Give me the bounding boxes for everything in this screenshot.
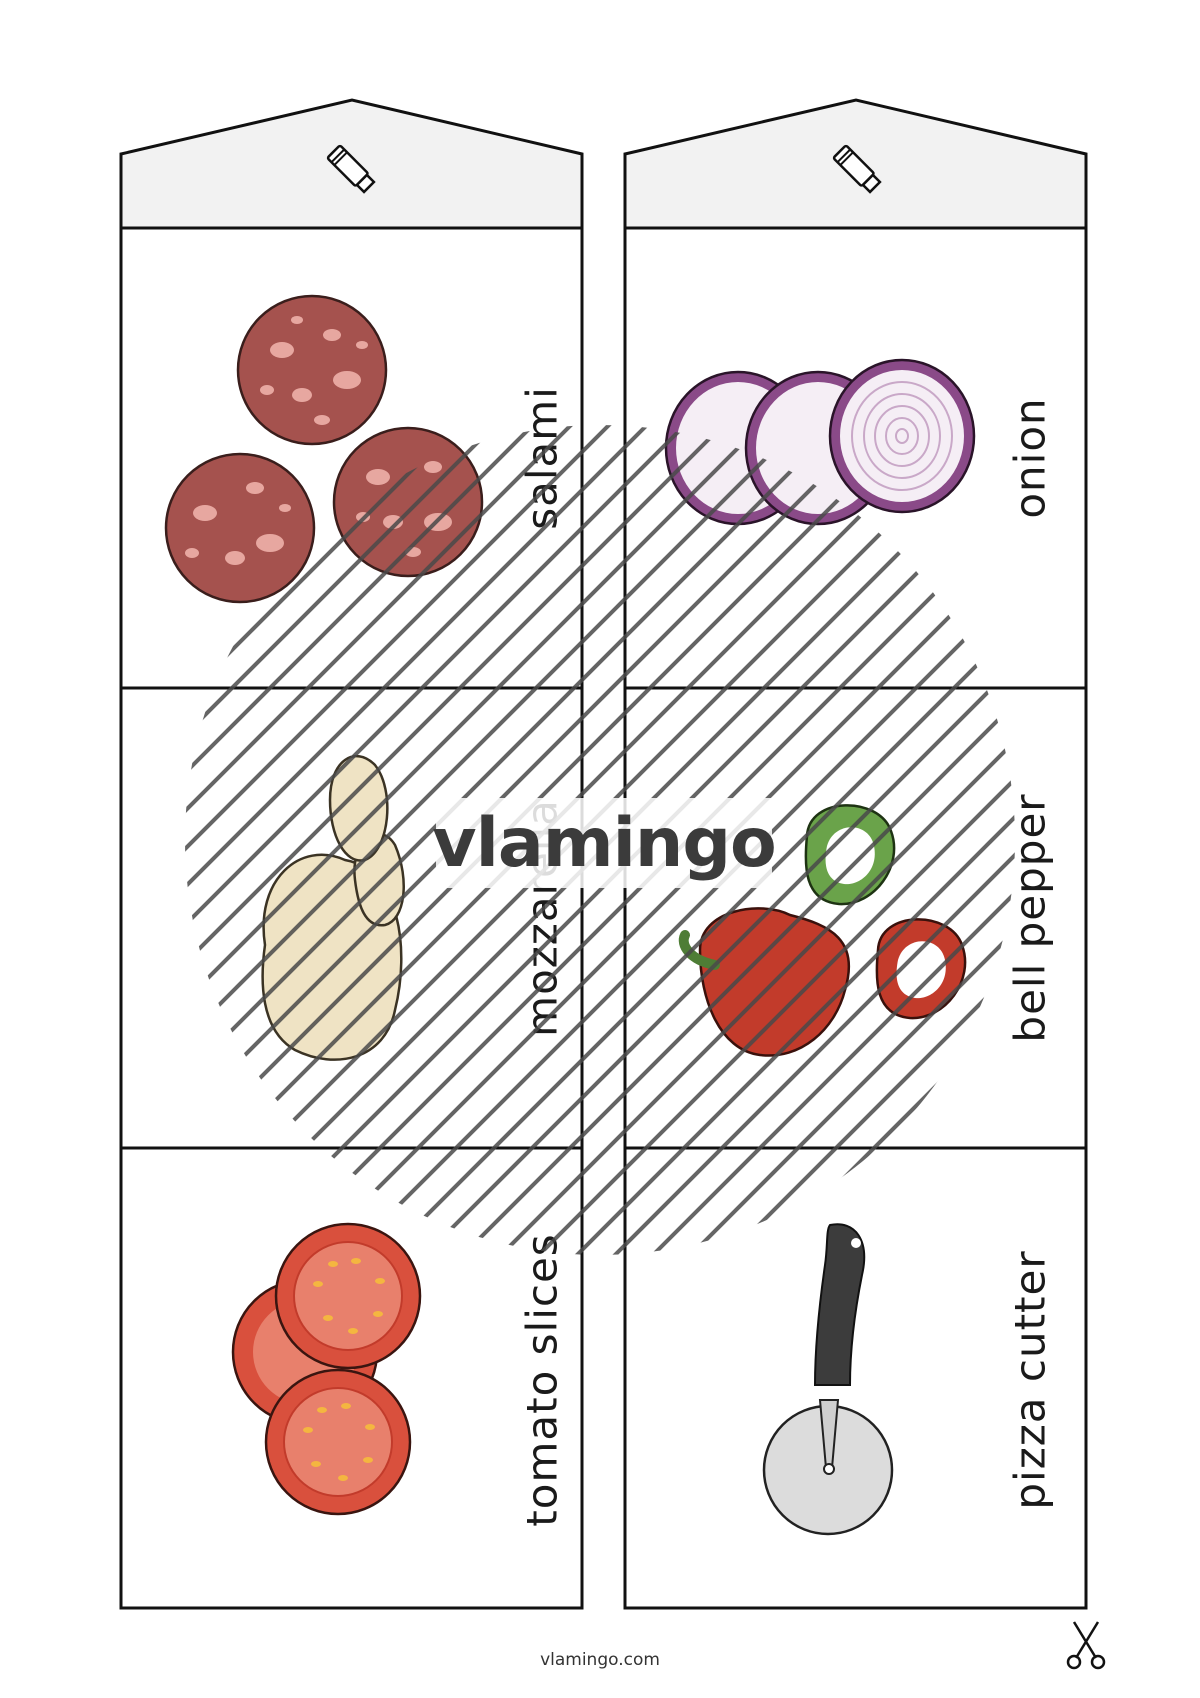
hatch-line [185, 425, 872, 1255]
card-onion: onion [664, 358, 1055, 526]
footer-url[interactable]: vlamingo.com [540, 1650, 660, 1670]
strip-left: salami mozzarella [119, 98, 584, 1610]
card-label-bell-pepper: bell pepper [1006, 793, 1055, 1042]
glue-stick-icon [832, 144, 882, 194]
onion-icon [664, 358, 976, 526]
salami-icon [164, 294, 484, 604]
glue-stick-icon [326, 144, 376, 194]
hatch-line [185, 425, 796, 1255]
hatch-line [504, 425, 1015, 1255]
card-salami: salami [164, 294, 567, 604]
card-tomato-slices: tomato slices [231, 1222, 567, 1527]
hatch-line [466, 425, 1015, 1255]
hatch-line [428, 425, 1015, 1255]
card-label-onion: onion [1006, 397, 1055, 518]
hatch-line [185, 425, 834, 1255]
hatch-line [185, 425, 720, 1255]
card-label-tomato-slices: tomato slices [518, 1233, 567, 1526]
tomato-slices-icon [231, 1222, 422, 1516]
hatch-line [314, 425, 1015, 1255]
hatch-line [352, 425, 1015, 1255]
watermark-text: vlamingo [432, 804, 776, 883]
pizza-cutter-icon [762, 1223, 894, 1536]
hatch-line [185, 425, 758, 1255]
hatch-line [185, 425, 302, 1255]
scissors-icon [1066, 1621, 1106, 1670]
card-pizza-cutter: pizza cutter [762, 1223, 1055, 1536]
hatch-line [390, 425, 1015, 1255]
strip-frame-left [119, 226, 584, 1610]
card-label-pizza-cutter: pizza cutter [1006, 1250, 1055, 1509]
strip-frame-right [623, 226, 1088, 1610]
hatch-line [185, 425, 492, 1255]
hatch-line [185, 425, 910, 1255]
